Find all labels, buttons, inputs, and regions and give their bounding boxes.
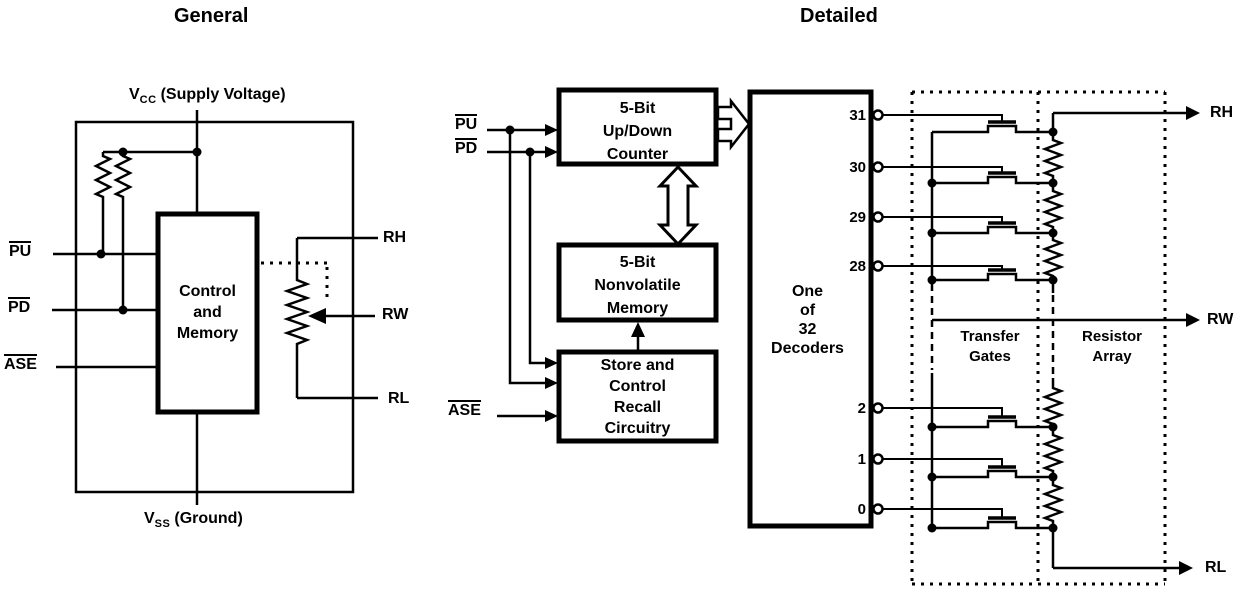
decoder-output-0: 0 bbox=[857, 501, 866, 518]
detailed-diagram bbox=[487, 87, 1200, 586]
pu-store-wire bbox=[508, 130, 546, 385]
pin-label-rw: RW bbox=[382, 306, 409, 323]
control-memory-box bbox=[155, 211, 260, 415]
transfer-gate-30 bbox=[932, 171, 1053, 185]
array-resistor-1 bbox=[1041, 132, 1065, 183]
region-dotted-borders bbox=[910, 90, 1167, 586]
general-junction-dots bbox=[96, 147, 202, 315]
pin-label-rl-detailed: RL bbox=[1205, 559, 1227, 576]
store-box bbox=[556, 349, 719, 444]
rh-arrowhead bbox=[1186, 106, 1200, 120]
counter-box bbox=[556, 87, 719, 167]
counter-decoder-bus-arrow bbox=[716, 97, 751, 151]
store-memory-arrowhead bbox=[631, 322, 645, 337]
pin-label-rw-detailed: RW bbox=[1207, 311, 1234, 328]
detailed-title: Detailed bbox=[800, 5, 878, 27]
memory-box-label: 5-Bit Nonvolatile Memory bbox=[594, 254, 681, 317]
chain-junction-dots bbox=[1048, 127, 1058, 533]
bus-junction-dots bbox=[927, 178, 937, 533]
memory-box bbox=[556, 242, 719, 323]
pin-label-rh: RH bbox=[383, 229, 407, 246]
pin-label-rh-detailed: RH bbox=[1210, 104, 1234, 121]
pin-label-ase: ASE bbox=[4, 354, 37, 373]
transfer-gates-region-label: Transfer Gates bbox=[960, 328, 1020, 365]
decoder-box bbox=[747, 89, 874, 529]
chip-outline-box bbox=[74, 120, 355, 494]
pin-label-pu: PU bbox=[9, 241, 32, 260]
rl-arrowhead bbox=[1179, 561, 1193, 575]
decoder-output-circles bbox=[872, 109, 884, 515]
rw-wiper-arrowhead bbox=[308, 308, 326, 324]
rw-arrowhead bbox=[1186, 313, 1200, 327]
decoder-output-28: 28 bbox=[849, 258, 866, 275]
counter-box-label: 5-Bit Up/Down Counter bbox=[602, 100, 673, 163]
array-resistor-5 bbox=[1041, 427, 1065, 477]
array-resistor-3 bbox=[1041, 233, 1065, 280]
vss-label: VSS(Ground) bbox=[144, 510, 243, 530]
pd-store-wire bbox=[528, 152, 546, 365]
transfer-gate-28 bbox=[932, 268, 1053, 282]
transfer-gate-31 bbox=[932, 120, 1053, 134]
input-arrowheads bbox=[545, 124, 558, 422]
resistor-array-region-label: Resistor Array bbox=[1081, 328, 1143, 365]
decoder-output-lines bbox=[883, 114, 1003, 518]
general-diagram bbox=[52, 110, 378, 505]
decoder-output-1: 1 bbox=[857, 451, 866, 468]
decoder-box-label: One of 32 Decoders bbox=[771, 283, 844, 357]
store-box-label: Store and Control Recall Circuitry bbox=[600, 357, 675, 437]
pin-label-pd: PD bbox=[8, 297, 31, 316]
transfer-gate-29 bbox=[932, 221, 1053, 235]
decoder-output-31: 31 bbox=[849, 107, 866, 124]
general-title: General bbox=[174, 5, 249, 27]
pin-label-pu-detailed: PU bbox=[455, 114, 478, 133]
pullup-resistor-right bbox=[113, 152, 133, 310]
potentiometer-resistor bbox=[283, 238, 311, 398]
pin-label-ase-detailed: ASE bbox=[448, 400, 481, 419]
input-junction-dots bbox=[505, 125, 535, 157]
counter-memory-double-arrow bbox=[656, 164, 700, 247]
array-resistor-6 bbox=[1041, 477, 1065, 528]
vcc-label: VCC(Supply Voltage) bbox=[129, 86, 286, 106]
transfer-gate-1 bbox=[932, 465, 1053, 479]
pullup-resistor-left bbox=[93, 152, 113, 254]
decoder-output-2: 2 bbox=[857, 400, 866, 417]
pin-label-rl: RL bbox=[388, 390, 410, 407]
transfer-gate-2 bbox=[932, 415, 1053, 429]
transfer-gate-0 bbox=[932, 516, 1053, 530]
pin-label-pd-detailed: PD bbox=[455, 138, 478, 157]
decoder-output-30: 30 bbox=[849, 159, 866, 176]
array-resistor-2 bbox=[1041, 183, 1065, 233]
array-resistor-4 bbox=[1041, 378, 1065, 427]
resistor-array-chain bbox=[1041, 113, 1065, 568]
transfer-gates bbox=[932, 120, 1053, 530]
control-memory-box-label: Control and Memory bbox=[176, 283, 239, 342]
decoder-output-29: 29 bbox=[849, 209, 866, 226]
wiper-control-dotted-line bbox=[261, 261, 330, 303]
